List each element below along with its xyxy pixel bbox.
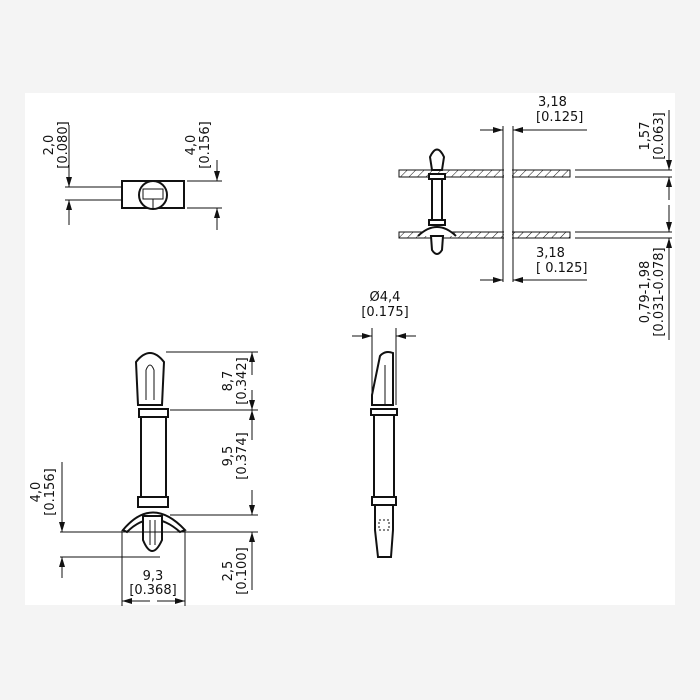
- top-view: 2,0 [0.080] 4,0 [0.156]: [42, 121, 222, 230]
- panel-bottom-inch: [0.031-0.078]: [652, 247, 667, 336]
- hole-bottom-inch: [ 0.125]: [536, 261, 588, 276]
- hole-bottom-label: 3,18: [536, 246, 565, 261]
- side-view: Ø4,4 [0.175]: [352, 290, 416, 558]
- upper-panel: [398, 169, 571, 178]
- head-dim-inch: [0.342]: [235, 357, 250, 404]
- lower-panel: [398, 231, 571, 239]
- panel-top-inch: [0.063]: [652, 112, 667, 159]
- width-dim-inch: [0.368]: [129, 583, 176, 598]
- diameter-inch: [0.175]: [361, 305, 408, 320]
- front-view: 8,7 [0.342] 9,5 [0.374] 2,5 [0.100] 4,0 …: [29, 351, 258, 606]
- front-tip: [142, 515, 163, 552]
- hole-top-inch: [0.125]: [536, 110, 583, 125]
- panel-bottom-label: 0,79-1,98: [638, 261, 653, 324]
- width-dim-label: 9,3: [143, 569, 164, 584]
- side-tip: [374, 504, 394, 558]
- diameter-label: Ø4,4: [370, 290, 401, 305]
- tip-dim-inch: [0.100]: [235, 547, 250, 594]
- mounted-view: 3,18 [0.125] 3,18 [ 0.125] 1,57 [0.063] …: [398, 95, 672, 340]
- tip-dim-label: 2,5: [221, 561, 236, 582]
- side-head: [371, 351, 394, 406]
- shaft-dim-inch: [0.374]: [235, 432, 250, 479]
- dim-2-0-label: 2,0: [42, 135, 57, 156]
- head-dim-label: 8,7: [221, 371, 236, 392]
- front-arch: [121, 511, 187, 534]
- dim-4-0-inch: [0.156]: [198, 121, 213, 168]
- base-height-label: 4,0: [29, 482, 44, 503]
- hole-top-label: 3,18: [538, 95, 567, 110]
- mounted-spacer: [417, 148, 457, 255]
- shaft-dim-label: 9,5: [221, 446, 236, 467]
- panel-top-label: 1,57: [638, 122, 653, 151]
- base-height-inch: [0.156]: [43, 468, 58, 515]
- dim-4-0-label: 4,0: [184, 135, 199, 156]
- front-head: [134, 352, 166, 406]
- dim-2-0-inch: [0.080]: [56, 121, 71, 168]
